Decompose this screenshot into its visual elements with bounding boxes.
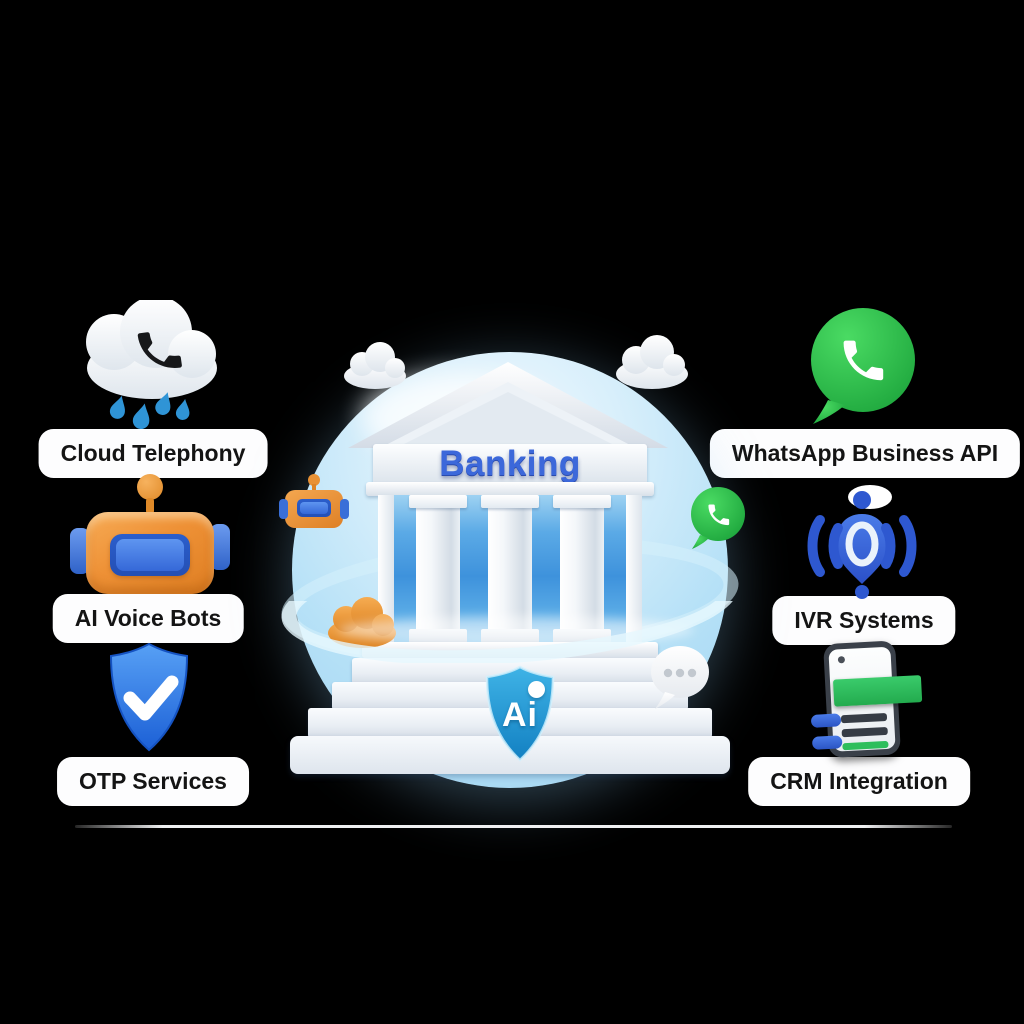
bank-cornice-bottom [362, 642, 658, 658]
sound-waves [807, 515, 917, 577]
robot-antenna [137, 474, 163, 500]
label-cloud-telephony: Cloud Telephony [38, 429, 268, 478]
ai-badge-label: Ai [502, 696, 538, 734]
column [481, 495, 539, 643]
rain-drops [109, 392, 190, 430]
ai-badge-dot [528, 681, 545, 698]
bank-cornice-top [366, 482, 654, 496]
whatsapp-satellite-icon [691, 487, 745, 549]
connector-clip [811, 735, 843, 750]
cloud-left-icon [344, 342, 406, 389]
ivr-icon [806, 484, 918, 607]
orange-cloud-icon [328, 597, 396, 648]
column [553, 495, 611, 643]
label-whatsapp-business-api: WhatsApp Business API [709, 429, 1021, 478]
label-crm-integration: CRM Integration [748, 757, 970, 806]
pilaster-right [626, 495, 642, 643]
ground-line [75, 825, 952, 828]
bank-facade [378, 495, 642, 643]
crm-phone-icon [807, 635, 925, 763]
connector-clip [810, 713, 842, 728]
green-banner [832, 675, 923, 707]
bank-roof [348, 362, 668, 448]
column [409, 495, 467, 643]
robot-satellite-icon [279, 474, 349, 530]
checkmark-glyph [123, 675, 179, 721]
ai-shield-badge: Ai [476, 664, 564, 766]
label-ai-voice-bots: AI Voice Bots [52, 594, 244, 643]
bank-entablature: Banking [373, 444, 647, 484]
ai-voice-bot-icon [70, 472, 230, 594]
otp-shield-icon [100, 640, 198, 761]
whatsapp-icon [806, 304, 920, 435]
cloud-right-icon [616, 335, 688, 389]
pilaster-left [378, 495, 394, 643]
cloud-telephony-icon [78, 296, 230, 439]
phone-handset-glyph [843, 340, 884, 381]
building-title: Banking [439, 444, 581, 483]
label-ivr-systems: IVR Systems [772, 596, 956, 645]
chat-bubble-icon [651, 646, 709, 709]
label-otp-services: OTP Services [57, 757, 249, 806]
phone-handset-glyph [137, 332, 182, 368]
